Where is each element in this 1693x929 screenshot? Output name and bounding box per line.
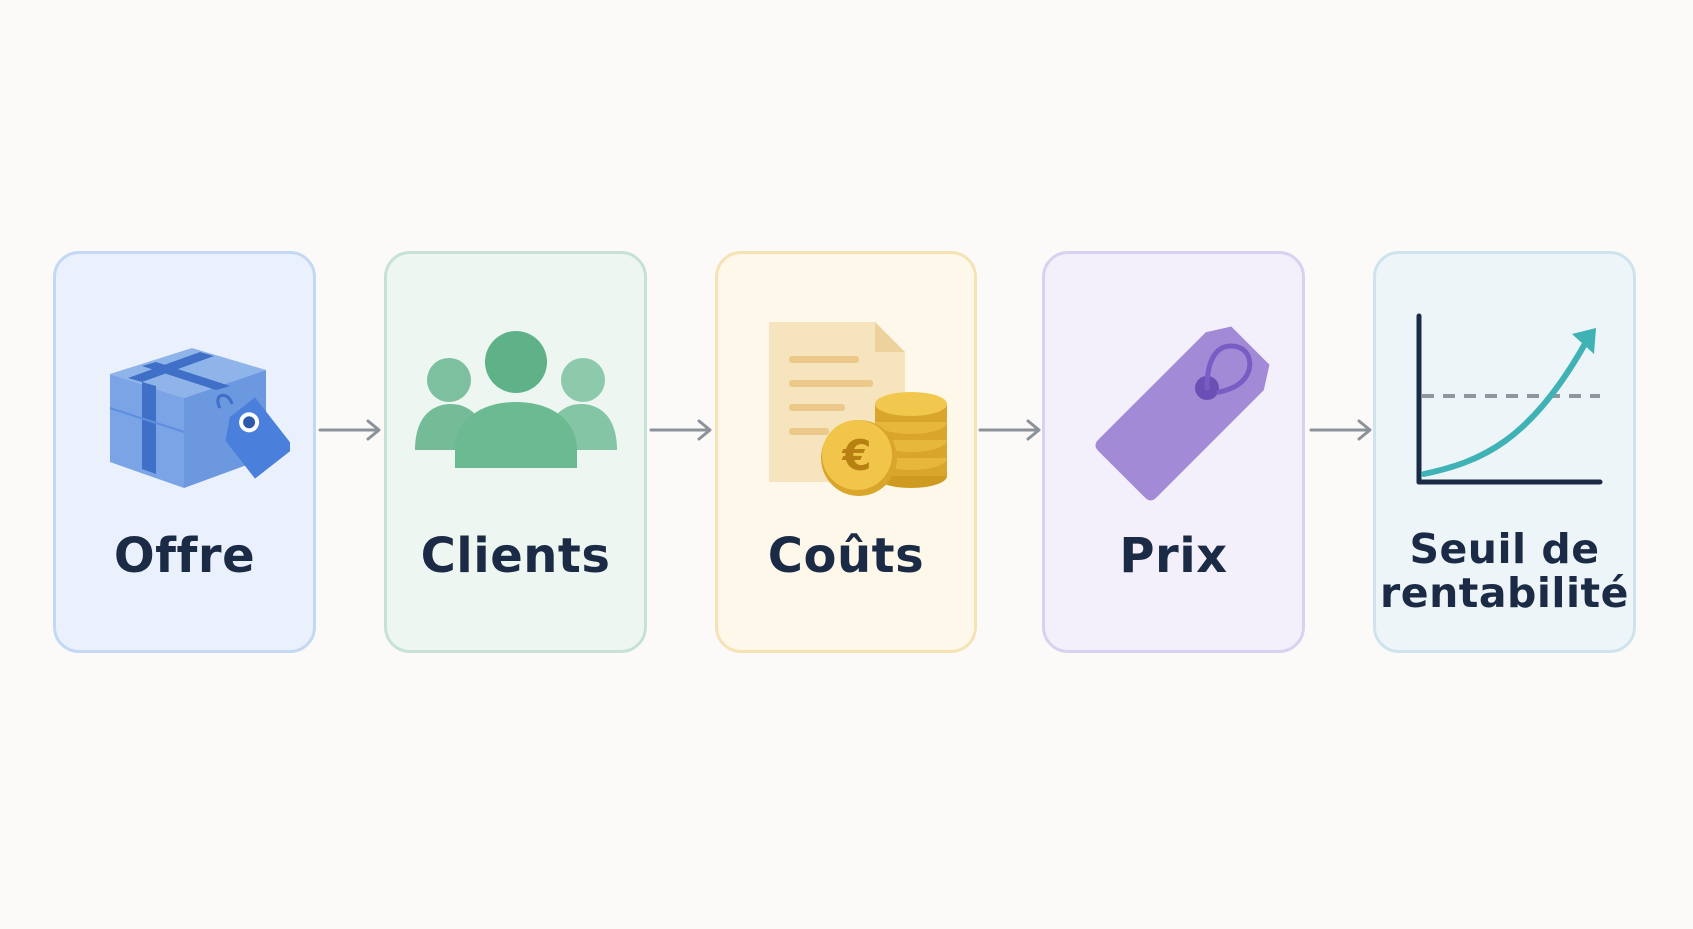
step-clients-card: Clients (384, 251, 647, 653)
step-clients-label: Clients (420, 528, 611, 585)
step-offre-card: Offre (53, 251, 316, 653)
step-seuil-label: Seuil de rentabilité (1380, 524, 1629, 617)
gift-box-tag-icon (80, 312, 290, 502)
rising-curve-chart-icon (1400, 312, 1610, 502)
step-couts-label: Coûts (767, 528, 925, 585)
arrow-right-icon (1309, 418, 1375, 442)
arrow-right-icon (978, 418, 1044, 442)
step-offre-label: Offre (113, 528, 256, 585)
step-prix-label: Prix (1119, 528, 1228, 585)
user-group-icon (411, 312, 621, 502)
step-couts-card: € Coûts (715, 251, 977, 653)
step-seuil-card: Seuil de rentabilité (1373, 251, 1636, 653)
price-tag-icon (1069, 312, 1279, 502)
arrow-right-icon (649, 418, 715, 442)
svg-text:€: € (841, 431, 871, 480)
step-prix-card: Prix (1042, 251, 1305, 653)
arrow-right-icon (318, 418, 384, 442)
invoice-euro-coins-icon: € (741, 312, 951, 502)
